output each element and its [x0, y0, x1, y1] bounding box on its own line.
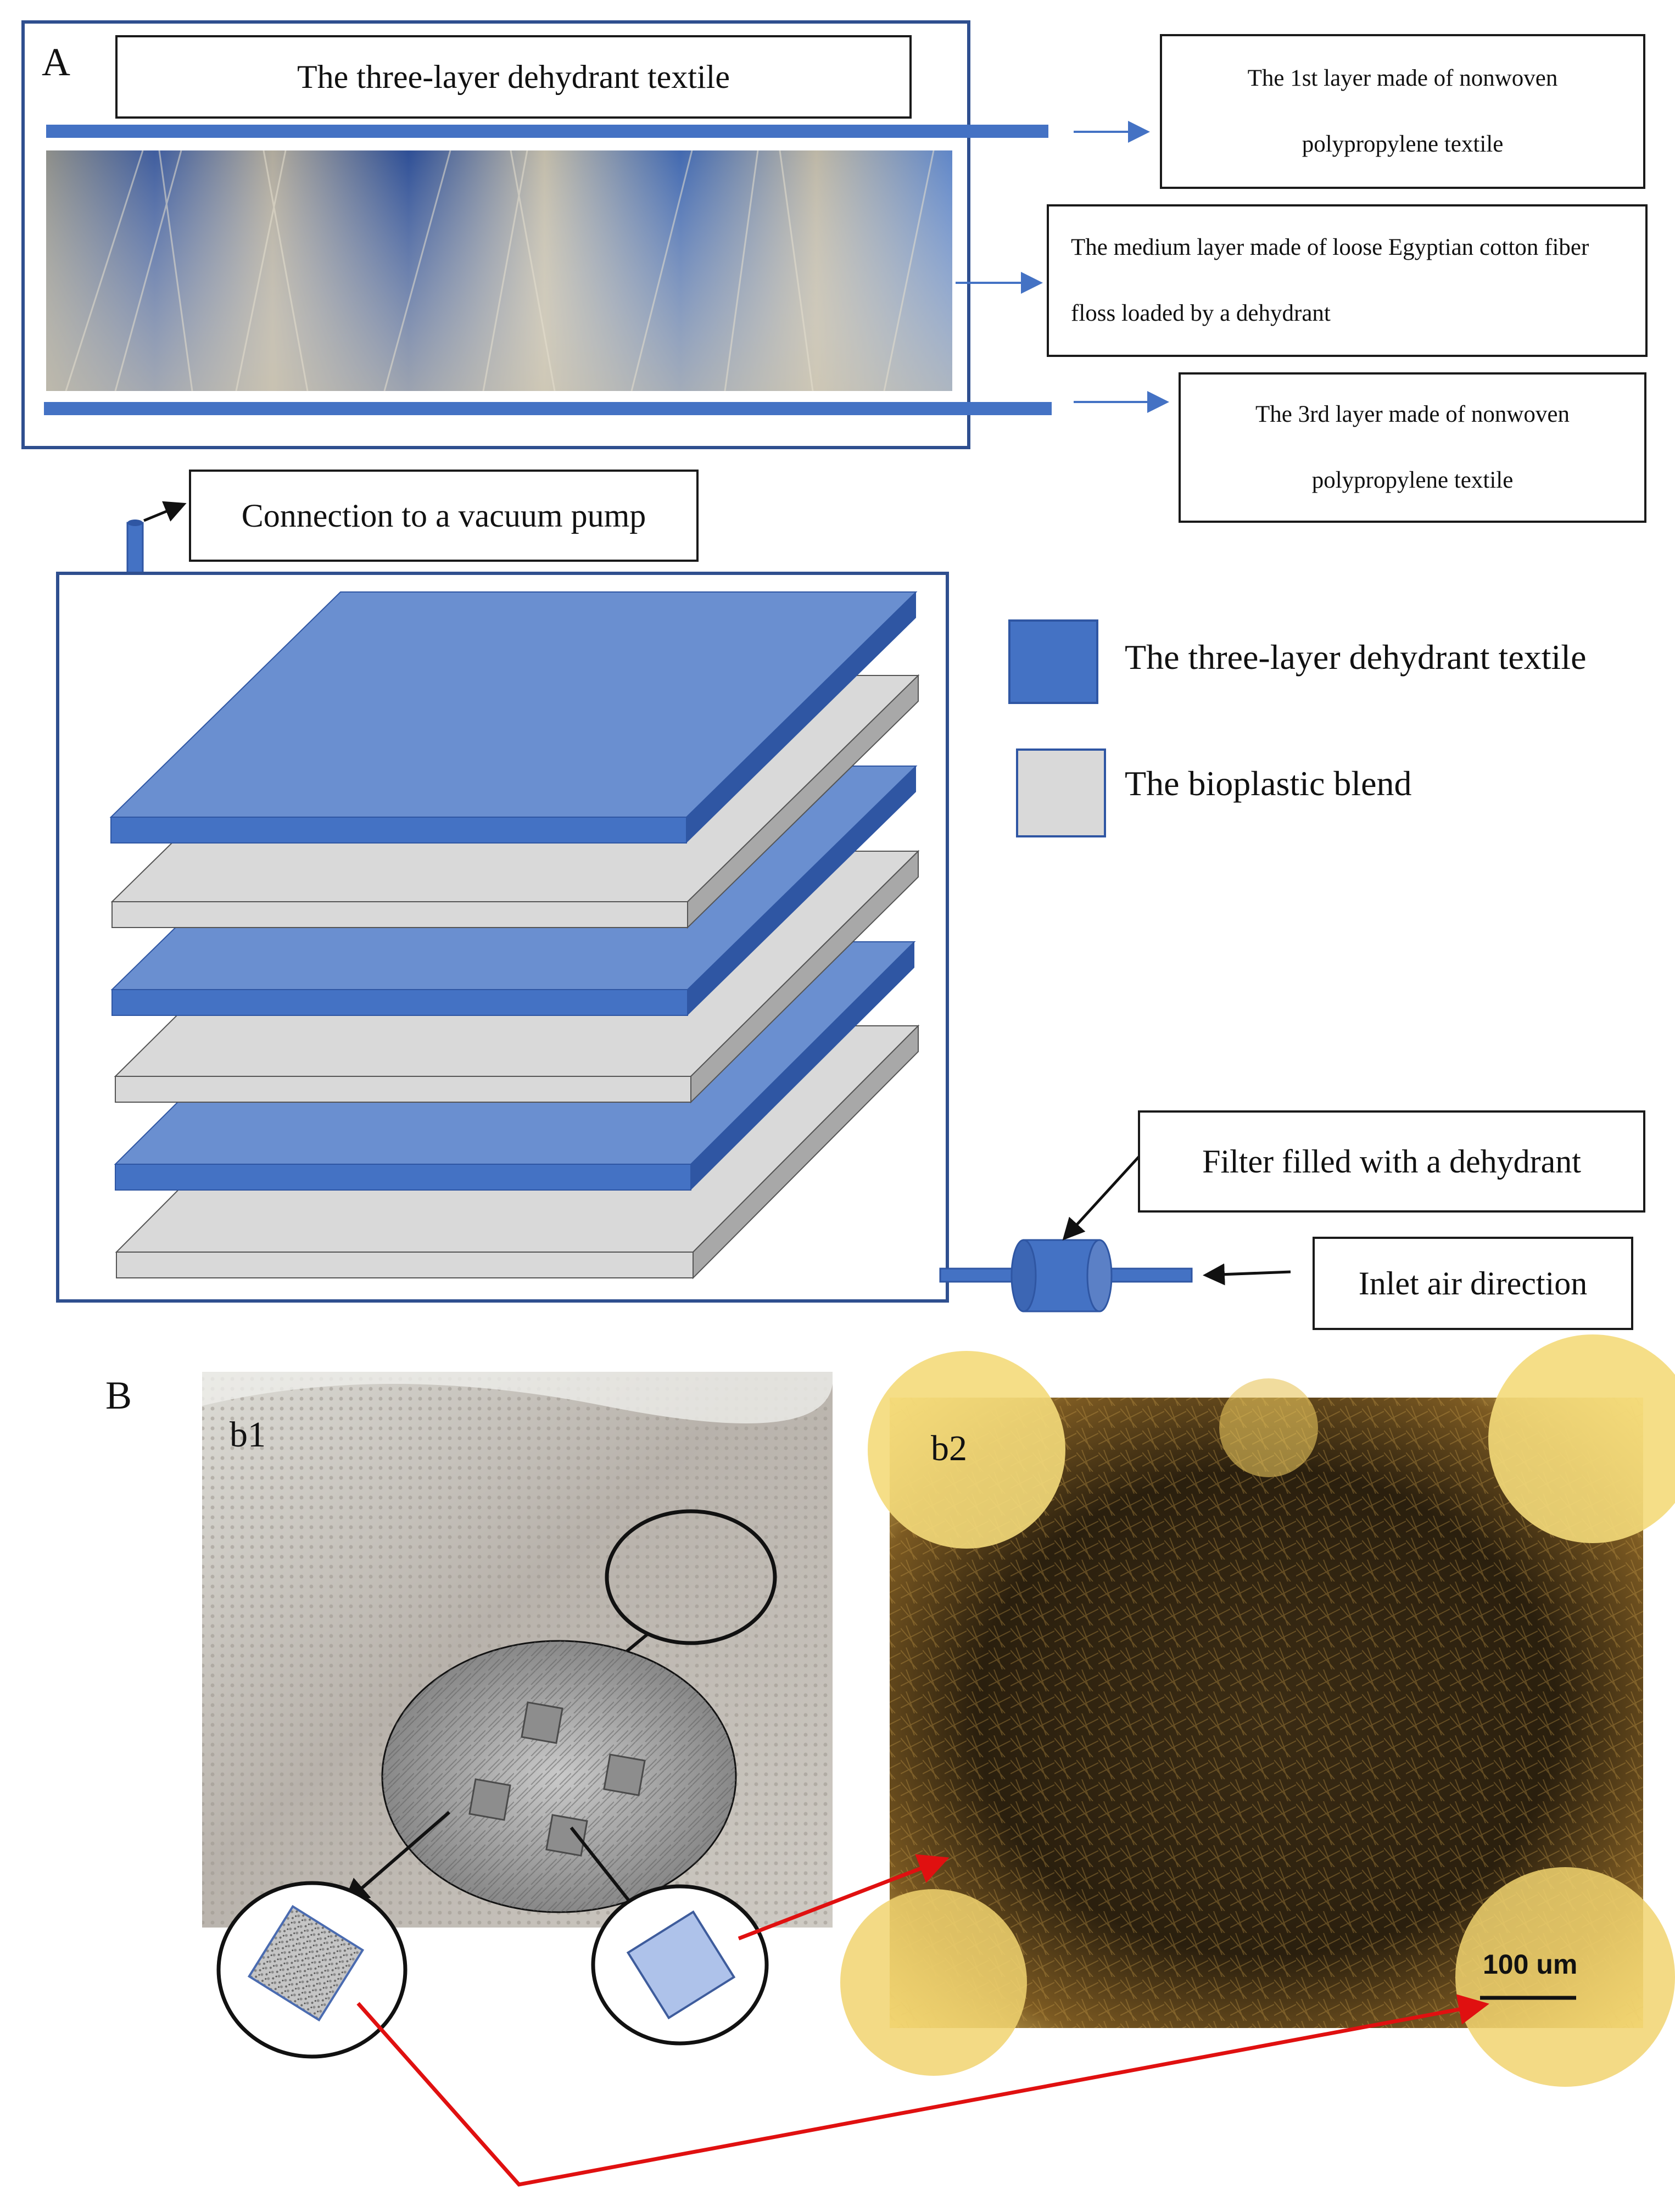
legend-swatch-bioplastic: [1016, 748, 1106, 837]
legend-swatch-textile: [1008, 619, 1098, 704]
arrow-filter: [1062, 1155, 1141, 1241]
filter-label-box: Filter filled with a dehydrant: [1138, 1110, 1645, 1213]
rough-square: [247, 1904, 365, 2022]
b1-label: b1: [230, 1415, 266, 1455]
layer3-label-box: The 3rd layer made of nonwoven polypropy…: [1179, 372, 1646, 523]
filter-label: Filter filled with a dehydrant: [1202, 1143, 1581, 1180]
panel-a-frame: [21, 20, 970, 449]
vacuum-label-box: Connection to a vacuum pump: [189, 470, 699, 562]
legend-label-bioplastic: The bioplastic blend: [1125, 764, 1412, 803]
bottom-layer-bar: [44, 402, 1052, 415]
scale-bar-label: 100 um: [1483, 1949, 1578, 1980]
vacuum-pipe: [126, 522, 144, 574]
layer2-label: The medium layer made of loose Egyptian …: [1071, 234, 1589, 326]
vacuum-chamber: [56, 572, 949, 1303]
layer3-label: The 3rd layer made of nonwoven polypropy…: [1255, 401, 1570, 493]
red-arrow-to-b2: [738, 1854, 950, 1941]
inlet-label-box: Inlet air direction: [1313, 1237, 1633, 1330]
arrow-sem-left: [342, 1811, 450, 1905]
sheet-stack: [109, 591, 920, 1280]
textile-title-box: The three-layer dehydrant textile: [115, 35, 912, 119]
cotton-fiber-photo: [46, 150, 952, 392]
b2-label: b2: [931, 1428, 967, 1468]
layer1-label-box: The 1st layer made of nonwoven polypropy…: [1160, 34, 1645, 189]
zoom-circle-fabric: [605, 1509, 777, 1645]
panel-b-letter: B: [105, 1373, 132, 1417]
layer2-label-box: The medium layer made of loose Egyptian …: [1047, 204, 1648, 357]
arrow-inlet: [1203, 1263, 1291, 1286]
dehydrant-filter: [939, 1239, 1193, 1312]
textile-title: The three-layer dehydrant textile: [297, 58, 730, 95]
red-arrow-rough-path: [356, 1994, 1489, 2187]
micrograph-b2: [840, 1334, 1675, 2087]
arrow-vacuum: [143, 501, 187, 522]
panel-a-letter: A: [42, 40, 70, 84]
sem-image: [381, 1640, 737, 1913]
inlet-label: Inlet air direction: [1358, 1265, 1588, 1301]
legend-label-textile: The three-layer dehydrant textile: [1125, 638, 1587, 677]
smooth-square: [626, 1910, 736, 2020]
vacuum-label: Connection to a vacuum pump: [241, 497, 646, 534]
layer1-label: The 1st layer made of nonwoven polypropy…: [1247, 65, 1558, 157]
top-layer-bar: [46, 125, 1048, 138]
vacuum-pipe-top: [127, 520, 143, 526]
textile-sheet: [109, 591, 918, 844]
